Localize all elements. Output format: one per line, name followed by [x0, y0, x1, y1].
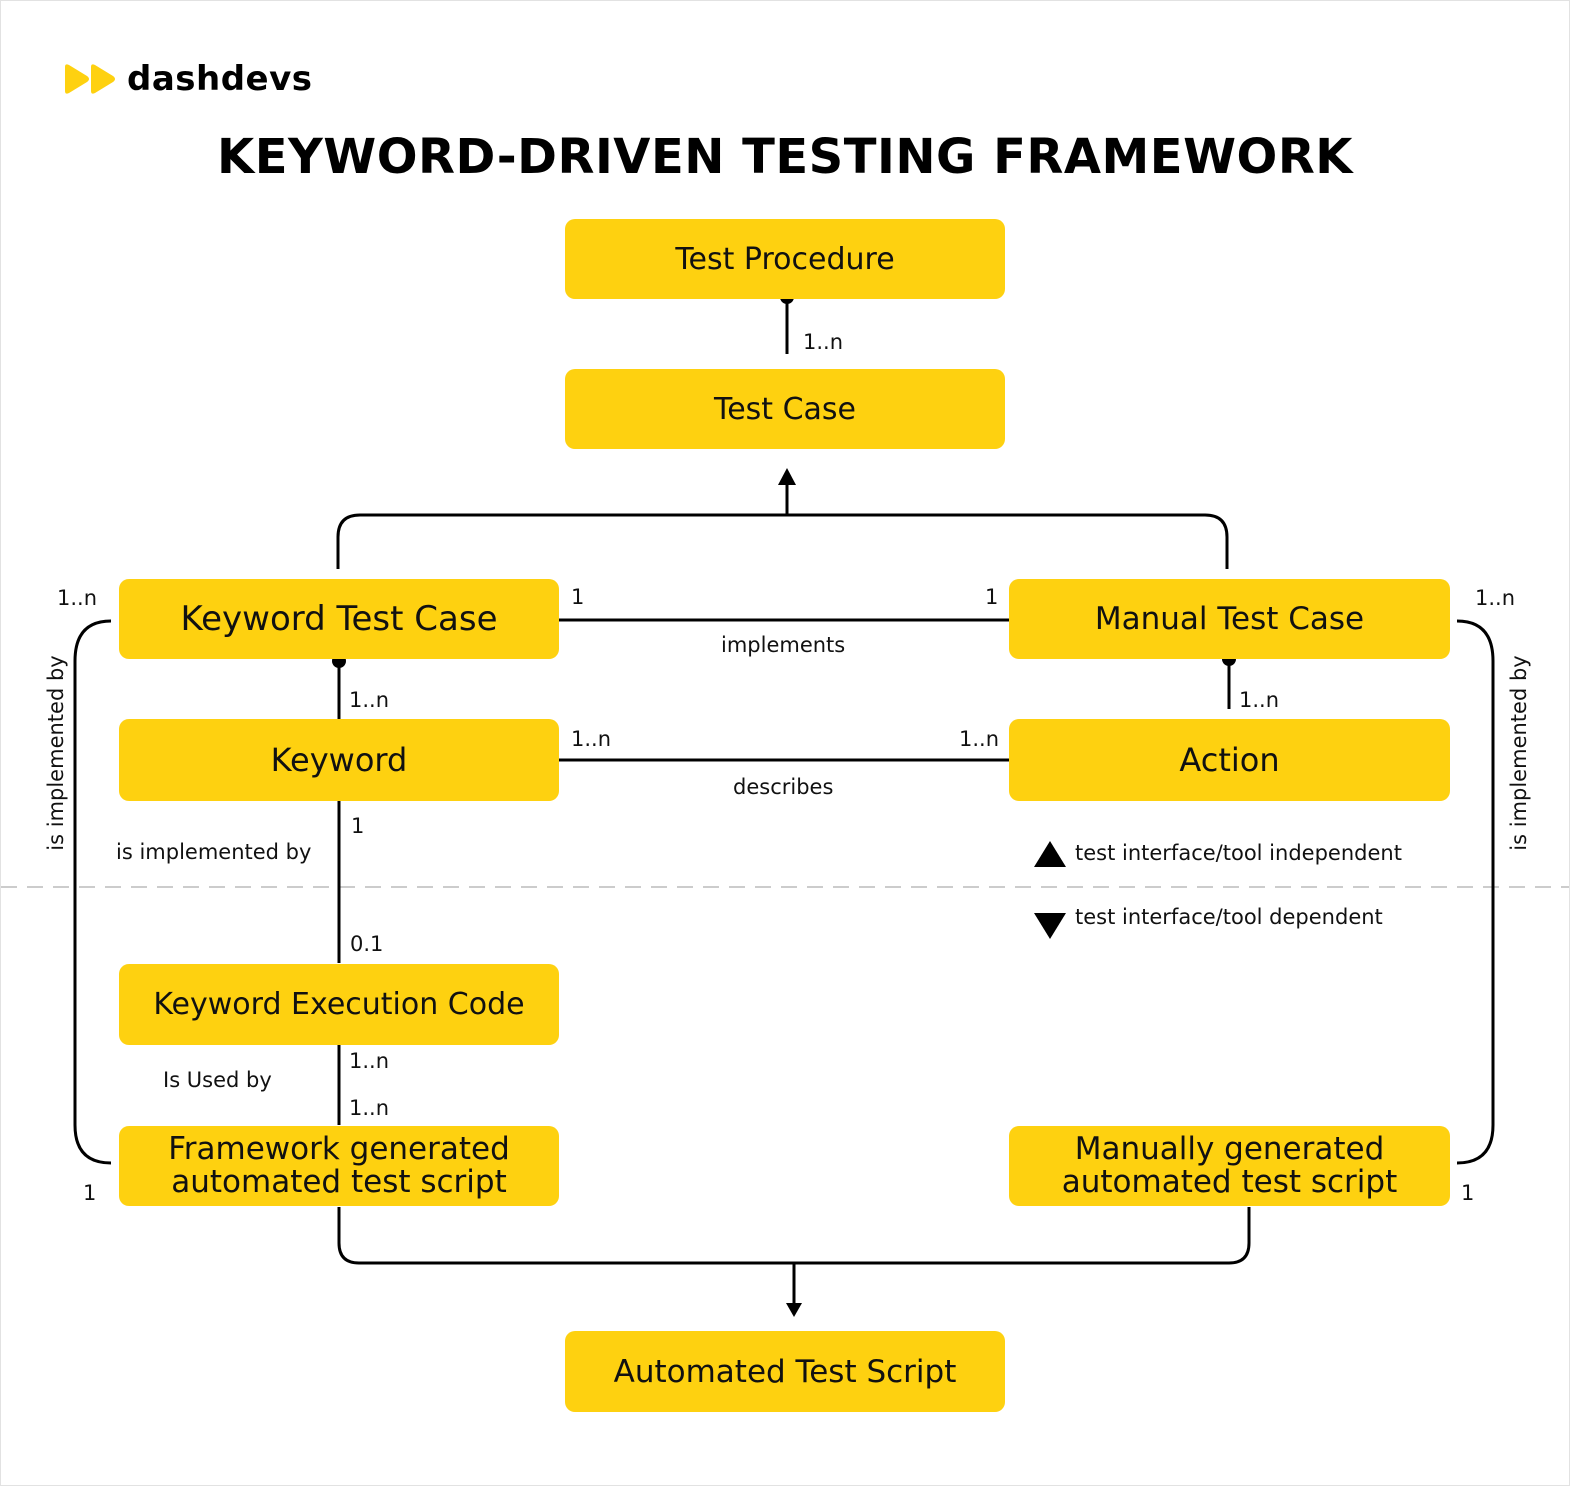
is-used-by-label: Is Used by [163, 1068, 272, 1092]
multiplicity-procedure-case: 1..n [803, 330, 844, 354]
keyword-execution-code-box: Keyword Execution Code [119, 964, 559, 1045]
brand-logo: dashdevs [63, 59, 313, 99]
multiplicity-code-script-top: 1..n [349, 1049, 390, 1073]
framework-script-line1: Framework generated [168, 1131, 510, 1167]
multiplicity-keyword-code-top: 1 [351, 814, 365, 838]
generalization-tree-top [336, 513, 1229, 569]
multiplicity-keyword-code-bottom: 0.1 [350, 932, 384, 956]
legend-independent: test interface/tool independent [1075, 841, 1402, 865]
automated-arrow-head [786, 1303, 802, 1317]
multiplicity-right-loop-bottom: 1 [1461, 1181, 1475, 1205]
implements-label: implements [721, 633, 846, 657]
keyword-box: Keyword [119, 719, 559, 801]
triangle-up-icon [1034, 841, 1066, 867]
brand-name: dashdevs [127, 59, 313, 99]
right-loop-label: is implemented by [1507, 655, 1531, 851]
action-box: Action [1009, 719, 1450, 801]
test-case-arrow-head [778, 468, 796, 485]
multiplicity-mtc-action: 1..n [1239, 688, 1280, 712]
is-implemented-by-label: is implemented by [116, 840, 312, 864]
left-loop-bracket [73, 619, 112, 1165]
framework-generated-script-box: Framework generated automated test scrip… [119, 1126, 559, 1206]
test-case-box: Test Case [565, 369, 1005, 449]
page-title: KEYWORD-DRIVEN TESTING FRAMEWORK [217, 129, 1353, 185]
manual-script-line2: automated test script [1061, 1164, 1398, 1200]
triangle-down-icon [1034, 913, 1066, 939]
left-loop-label: is implemented by [44, 655, 68, 851]
manual-script-line1: Manually generated [1074, 1131, 1385, 1167]
multiplicity-code-script-bottom: 1..n [349, 1096, 390, 1120]
keyword-test-case-box: Keyword Test Case [119, 579, 559, 659]
bottom-tree [337, 1207, 1251, 1265]
manual-test-case-box: Manual Test Case [1009, 579, 1450, 659]
multiplicity-right-loop-top: 1..n [1475, 586, 1516, 610]
test-procedure-box: Test Procedure [565, 219, 1005, 299]
multiplicity-ktc-keyword: 1..n [349, 688, 390, 712]
multiplicity-mtc-right: 1 [985, 585, 999, 609]
multiplicity-keyword-left: 1..n [571, 727, 612, 751]
manually-generated-script-box: Manually generated automated test script [1009, 1126, 1450, 1206]
framework-script-line2: automated test script [171, 1164, 507, 1200]
multiplicity-ktc-left: 1 [571, 585, 585, 609]
multiplicity-left-loop-bottom: 1 [83, 1181, 97, 1205]
right-loop-bracket [1456, 619, 1495, 1165]
automated-test-script-box: Automated Test Script [565, 1331, 1005, 1412]
multiplicity-left-loop-top: 1..n [57, 586, 98, 610]
multiplicity-action-right: 1..n [959, 727, 1000, 751]
double-play-icon [65, 64, 115, 94]
describes-label: describes [733, 775, 834, 799]
legend-dependent: test interface/tool dependent [1075, 905, 1383, 929]
